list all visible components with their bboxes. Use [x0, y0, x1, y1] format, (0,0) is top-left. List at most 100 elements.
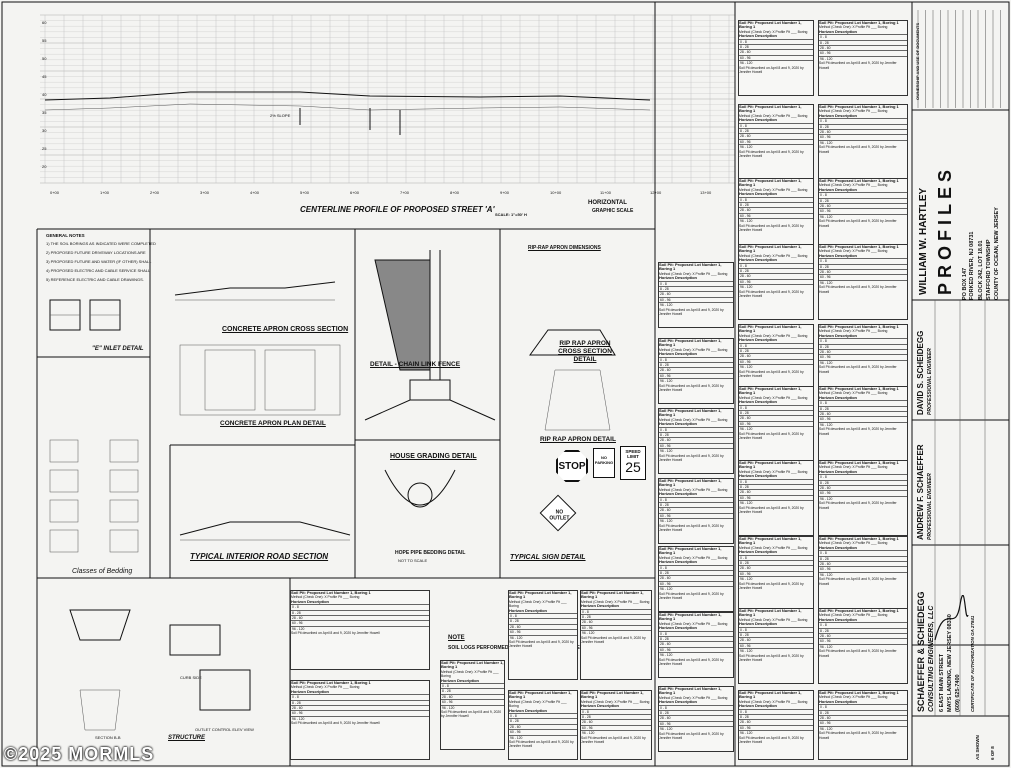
boring-row: 8 - 28	[739, 268, 813, 273]
boring-row: 0 - 8	[509, 713, 577, 718]
boring-row: 0 - 8	[659, 356, 733, 362]
boring-footer: Soil Pit described on April 8 and 9, 202…	[739, 735, 804, 745]
boring-row: 96 - 120	[739, 218, 813, 223]
boring-footer: Soil Pit described on April 8 and 9, 202…	[291, 631, 380, 636]
boring-row: 0 - 8	[819, 258, 907, 263]
boring-method: Method (Check One): X Profile Pit ___ Bo…	[659, 417, 728, 422]
boring-log: Soil Pit: Proposed Lot Number 1, Boring …	[658, 408, 734, 474]
road-section-title: TYPICAL INTERIOR ROAD SECTION	[190, 552, 329, 561]
boring-row: 28 - 60	[291, 615, 429, 620]
firm-phone: (609) 625-7400	[955, 674, 961, 712]
boring-footer: Soil Pit described on April 8 and 9, 202…	[739, 431, 804, 441]
boring-footer: Soil Pit described on April 8 and 9, 202…	[819, 649, 897, 658]
boring-row: 96 - 120	[739, 426, 813, 431]
boring-row: 60 - 96	[739, 570, 813, 576]
station-label: 9+00	[500, 190, 510, 195]
station-label: 3+00	[200, 190, 210, 195]
boring-row: 8 - 28	[739, 560, 813, 565]
boring-row: 96 - 120	[819, 213, 907, 219]
boring-row: 28 - 60	[739, 565, 813, 570]
boring-row: 96 - 120	[739, 284, 813, 289]
elevation-label: 40	[42, 92, 47, 97]
boring-row: 96 - 120	[819, 725, 907, 731]
boring-horizon: Horizon Description	[739, 621, 778, 627]
boring-horizon: Horizon Description	[739, 549, 778, 555]
boring-row: 96 - 120	[659, 378, 733, 383]
boring-row: 28 - 60	[659, 507, 733, 512]
speed-limit-label: SPEED LIMIT	[625, 449, 641, 459]
boring-row: 28 - 60	[739, 273, 813, 278]
boring-heading: Soil Pit: Proposed Lot Number 1, Boring …	[819, 460, 899, 465]
boring-footer: Soil Pit described on April 8 and 9, 202…	[819, 577, 897, 586]
boring-footer: Soil Pit described on April 8 and 9, 202…	[819, 285, 897, 294]
boring-horizon: Horizon Description	[739, 117, 778, 123]
chain-link-fence-title: DETAIL - CHAIN LINK FENCE	[370, 361, 461, 368]
boring-row: 28 - 60	[819, 633, 907, 638]
boring-log: Soil Pit: Proposed Lot Number 1, Boring …	[580, 690, 652, 760]
boring-row: 28 - 60	[659, 715, 733, 720]
boring-row: 60 - 96	[739, 420, 813, 426]
boring-row: 28 - 60	[739, 207, 813, 212]
boring-row: 0 - 8	[819, 550, 907, 555]
boring-method: Method (Check One): X Profile Pit ___ Bo…	[819, 541, 888, 546]
boring-heading: Soil Pit: Proposed Lot Number 1, Boring …	[659, 408, 722, 418]
boring-row: 60 - 96	[291, 620, 429, 625]
boring-row: 28 - 60	[819, 203, 907, 208]
boring-row: 96 - 120	[581, 730, 651, 735]
boring-row: 60 - 96	[441, 699, 504, 704]
boring-method: Method (Check One): X Profile Pit ___ Bo…	[819, 249, 888, 254]
boring-footer: Soil Pit described on April 8 and 9, 202…	[659, 523, 724, 533]
boring-footer: Soil Pit described on April 8 and 9, 202…	[659, 383, 724, 393]
boring-heading: Soil Pit: Proposed Lot Number 1, Boring …	[739, 386, 802, 396]
boring-row: 8 - 28	[291, 699, 429, 705]
boring-row: 8 - 28	[659, 432, 733, 437]
boring-row: 96 - 120	[739, 144, 813, 149]
no-parking-sign: NO PARKING	[593, 448, 615, 478]
profile-scale: SCALE: 1"=50' H	[495, 212, 527, 217]
boring-row: 28 - 60	[739, 719, 813, 724]
boring-horizon: Horizon Description	[819, 468, 858, 474]
boring-heading: Soil Pit: Proposed Lot Number 1, Boring …	[739, 178, 802, 188]
boring-method: Method (Check One): X Profile Pit ___ Bo…	[659, 695, 728, 700]
boring-heading: Soil Pit: Proposed Lot Number 1, Boring …	[819, 608, 899, 613]
owner-address-1: PO BOX 147	[962, 267, 968, 300]
boring-footer: Soil Pit described on April 8 and 9, 202…	[739, 149, 804, 159]
boring-row: 28 - 60	[819, 349, 907, 354]
block-lot: BLOCK 242, LOT 18.01	[978, 240, 984, 300]
boring-row: 8 - 28	[819, 555, 907, 561]
boring-row: 60 - 96	[509, 629, 577, 634]
boring-row: 0 - 8	[739, 478, 813, 484]
boring-row: 60 - 96	[659, 296, 733, 302]
boring-method: Method (Check One): X Profile Pit ___ Bo…	[819, 25, 888, 30]
elevation-label: 25	[42, 146, 47, 151]
boring-row: 96 - 120	[739, 364, 813, 369]
station-label: 11+00	[600, 190, 611, 195]
boring-method: Method (Check One): X Profile Pit ___ Bo…	[581, 599, 650, 604]
boring-log: Soil Pit: Proposed Lot Number 1, Boring …	[508, 690, 578, 760]
note-title: NOTE	[448, 635, 465, 641]
boring-row: 28 - 60	[659, 641, 733, 646]
station-label: 0+00	[50, 190, 60, 195]
speed-limit-value: 25	[625, 459, 641, 475]
boring-row: 28 - 60	[819, 561, 907, 566]
boring-heading: Soil Pit: Proposed Lot Number 1, Boring …	[659, 338, 722, 348]
engineer-2-title: PROFESSIONAL ENGINEER	[927, 473, 933, 540]
boring-row: 28 - 60	[739, 489, 813, 494]
boring-row: 0 - 8	[819, 118, 907, 123]
boring-log: Soil Pit: Proposed Lot Number 1, Boring …	[818, 244, 908, 320]
boring-row: 8 - 28	[659, 286, 733, 291]
certificate: CERTIFICATE OF AUTHORIZATION GA 27841	[970, 615, 975, 712]
boring-method: Method (Check One): X Profile Pit ___ Bo…	[819, 183, 888, 188]
riprap-plan-title: RIP RAP APRON DETAIL	[540, 436, 616, 443]
general-note-line: 4) PROPOSED ELECTRIC AND CABLE SERVICE S…	[46, 268, 151, 273]
boring-footer: Soil Pit described on April 8 and 9, 202…	[739, 653, 804, 663]
signature	[934, 595, 969, 641]
boring-method: Method (Check One): X Profile Pit ___ Bo…	[509, 599, 567, 609]
boring-log: Soil Pit: Proposed Lot Number 1, Boring …	[290, 590, 430, 670]
boring-method: Method (Check One): X Profile Pit ___ Bo…	[659, 347, 728, 352]
section-bb-label: SECTION B-B	[95, 735, 121, 740]
boring-log: Soil Pit: Proposed Lot Number 1, Boring …	[738, 244, 814, 320]
boring-log: Soil Pit: Proposed Lot Number 1, Boring …	[738, 536, 814, 612]
